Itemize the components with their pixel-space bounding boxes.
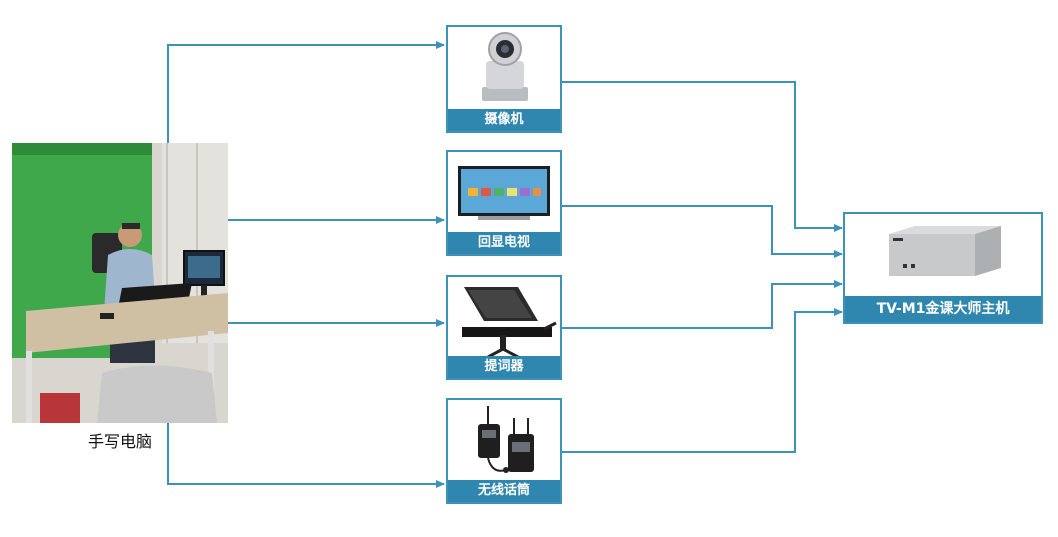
mic-node: 无线话筒 — [446, 398, 562, 504]
camera-node: 摄像机 — [446, 25, 562, 133]
wireless-mic-icon — [478, 406, 534, 473]
arrow-mic-to-host — [562, 308, 843, 453]
prompter-label: 提词器 — [448, 356, 560, 378]
host-node: TV-M1金课大师主机 — [843, 212, 1043, 324]
arrow-pc-to-mic — [167, 423, 445, 488]
prompter-node: 提词器 — [446, 275, 562, 380]
arrow-tv-to-host — [562, 205, 843, 258]
arrow-pc-to-camera — [167, 41, 445, 143]
host-device-icon — [889, 226, 1001, 276]
tv-node: 回显电视 — [446, 150, 562, 256]
arrow-camera-to-host — [562, 81, 843, 232]
host-label: TV-M1金课大师主机 — [845, 296, 1041, 322]
mic-label: 无线话筒 — [448, 480, 560, 502]
arrow-prompter-to-host — [562, 280, 843, 329]
teleprompter-icon — [462, 287, 557, 357]
tv-icon — [458, 166, 550, 220]
tv-label: 回显电视 — [448, 232, 560, 254]
desk — [26, 293, 228, 353]
source-label: 手写电脑 — [87, 432, 152, 451]
ptz-camera-icon — [482, 32, 528, 101]
handwriting-computer-photo — [12, 143, 228, 423]
camera-label: 摄像机 — [448, 109, 560, 131]
